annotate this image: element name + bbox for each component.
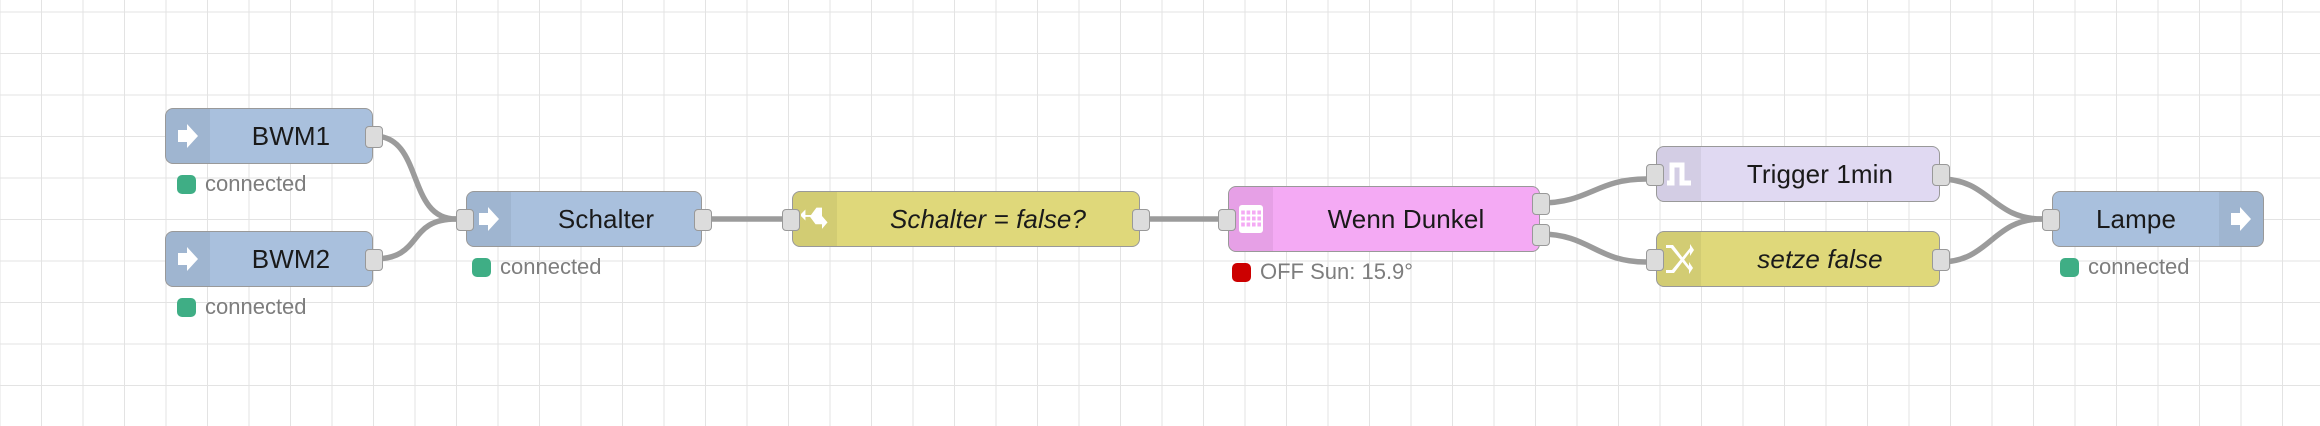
node-bwm2[interactable]: BWM2 xyxy=(165,231,383,287)
node-bwm1-output-port[interactable] xyxy=(365,126,383,148)
node-lampe-status-text: connected xyxy=(2088,254,2190,279)
wire-wenndunkel-to-trigger xyxy=(1537,176,1649,206)
wire-bwm2-to-schalter xyxy=(371,216,459,262)
node-bwm2-label: BWM2 xyxy=(251,243,331,274)
node-trigger-label: Trigger 1min xyxy=(1746,158,1894,189)
node-bwm1-label: BWM1 xyxy=(251,120,331,151)
node-schalter[interactable]: Schalter xyxy=(456,191,712,247)
node-lampe[interactable]: Lampe xyxy=(2042,191,2264,247)
node-schalter-input-port[interactable] xyxy=(456,209,474,231)
status-dot-green xyxy=(472,257,491,277)
node-wenn-dunkel-output-port-2[interactable] xyxy=(1532,224,1550,246)
node-setze-false-output-port[interactable] xyxy=(1932,249,1950,271)
node-bwm1-status-text: connected xyxy=(205,171,307,196)
node-switch-output-port[interactable] xyxy=(1132,209,1150,231)
node-bwm2-status-text: connected xyxy=(205,294,307,319)
node-lampe-label: Lampe xyxy=(2096,203,2176,234)
wire-wenndunkel-to-setzefalse xyxy=(1537,231,1649,265)
node-wenn-dunkel[interactable]: Wenn Dunkel xyxy=(1218,186,1550,252)
node-wenn-dunkel-status-text: OFF Sun: 15.9° xyxy=(1260,259,1414,284)
node-trigger-output-port[interactable] xyxy=(1932,164,1950,186)
status-dot-green xyxy=(177,297,196,317)
node-bwm2-status: connected xyxy=(177,294,307,320)
node-lampe-status: connected xyxy=(2060,254,2190,280)
status-dot-green xyxy=(177,174,196,194)
node-schalter-status-text: connected xyxy=(500,254,602,279)
change-icon xyxy=(1657,232,1701,286)
arrow-out-icon xyxy=(2219,192,2263,246)
schedule-grid-icon xyxy=(1229,187,1273,251)
node-wenn-dunkel-input-port[interactable] xyxy=(1218,209,1236,231)
wire-bwm1-to-schalter xyxy=(371,133,459,222)
node-schalter-output-port[interactable] xyxy=(694,209,712,231)
node-lampe-input-port[interactable] xyxy=(2042,209,2060,231)
node-wenn-dunkel-output-port-1[interactable] xyxy=(1532,193,1550,215)
status-dot-green xyxy=(2060,257,2079,277)
node-switch-label: Schalter = false? xyxy=(889,203,1087,234)
node-wenn-dunkel-status: OFF Sun: 15.9° xyxy=(1232,259,1413,285)
node-setze-false-input-port[interactable] xyxy=(1646,249,1664,271)
node-wenn-dunkel-label: Wenn Dunkel xyxy=(1327,203,1485,234)
node-schalter-label: Schalter xyxy=(557,203,655,234)
arrow-in-icon xyxy=(467,192,511,246)
node-bwm1-status: connected xyxy=(177,171,307,197)
node-setze-false[interactable]: setze false xyxy=(1646,231,1950,287)
node-bwm1[interactable]: BWM1 xyxy=(165,108,383,164)
switch-icon xyxy=(793,192,837,246)
node-trigger-input-port[interactable] xyxy=(1646,164,1664,186)
pulse-icon xyxy=(1657,147,1701,201)
node-schalter-status: connected xyxy=(472,254,602,280)
wire-setzefalse-to-lampe xyxy=(1937,216,2045,265)
node-switch-input-port[interactable] xyxy=(782,209,800,231)
wire-trigger-to-lampe xyxy=(1937,176,2045,222)
node-setze-false-label: setze false xyxy=(1757,243,1883,274)
node-trigger[interactable]: Trigger 1min xyxy=(1646,146,1950,202)
arrow-in-icon xyxy=(166,109,210,163)
status-dot-red xyxy=(1232,262,1251,282)
node-switch[interactable]: Schalter = false? xyxy=(782,191,1150,247)
arrow-in-icon xyxy=(166,232,210,286)
node-bwm2-output-port[interactable] xyxy=(365,249,383,271)
